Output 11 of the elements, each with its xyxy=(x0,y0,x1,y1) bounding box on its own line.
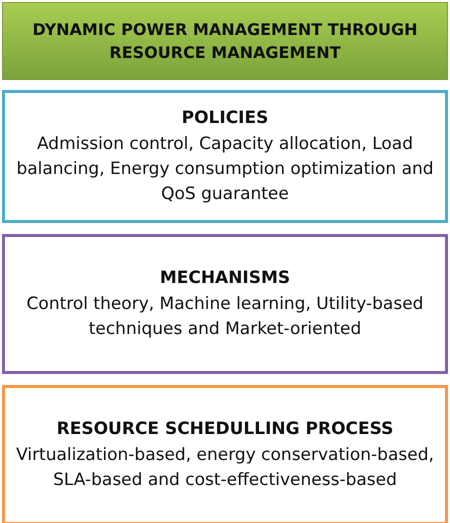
text-panel xyxy=(2,90,448,223)
panel-heading: RESOURCE SCHEDULLING PROCESS xyxy=(56,418,394,440)
panel-heading: POLICIES xyxy=(182,106,268,128)
panel-text: Admission control, Capacity allocation, Load balancing, Energy consumption optimization and QoS guarantee xyxy=(15,132,435,206)
panel-text: Virtualization-based, energy conservation-based, SLA-based and cost-effectiveness-based xyxy=(15,444,435,492)
title-banner xyxy=(2,2,448,80)
panel-text: Control theory, Machine learning, Utility-based techniques and Market-oriented xyxy=(26,292,424,340)
panel-heading: MECHANISMS xyxy=(160,266,290,288)
text-panel xyxy=(2,234,448,374)
banner-title: DYNAMIC POWER MANAGEMENT THROUGH RESOURCE MANAGEMENT xyxy=(31,19,419,64)
text-panel xyxy=(2,385,448,523)
